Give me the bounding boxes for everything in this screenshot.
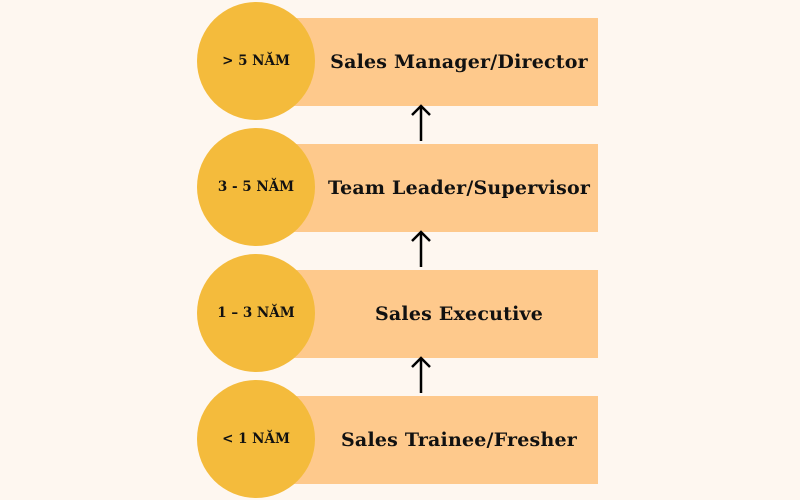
level-title-team-leader: Team Leader/Supervisor bbox=[327, 177, 591, 199]
level-bar-team-leader bbox=[285, 144, 598, 232]
level-title-sales-executive: Sales Executive bbox=[374, 303, 544, 325]
level-bar-sales-manager bbox=[285, 18, 598, 106]
level-bar-sales-executive bbox=[285, 270, 598, 358]
level-title-sales-manager: Sales Manager/Director bbox=[330, 51, 588, 73]
arrow-up-icon bbox=[411, 230, 431, 267]
years-circle-over-5: > 5 NĂM bbox=[197, 2, 315, 120]
arrow-up-icon bbox=[411, 104, 431, 141]
arrow-up-icon bbox=[411, 356, 431, 393]
years-circle-3-to-5: 3 - 5 NĂM bbox=[197, 128, 315, 246]
level-bar-sales-trainee bbox=[285, 396, 598, 484]
years-circle-under-1: < 1 NĂM bbox=[197, 380, 315, 498]
years-circle-1-to-3: 1 – 3 NĂM bbox=[197, 254, 315, 372]
level-title-sales-trainee: Sales Trainee/Fresher bbox=[341, 429, 577, 451]
